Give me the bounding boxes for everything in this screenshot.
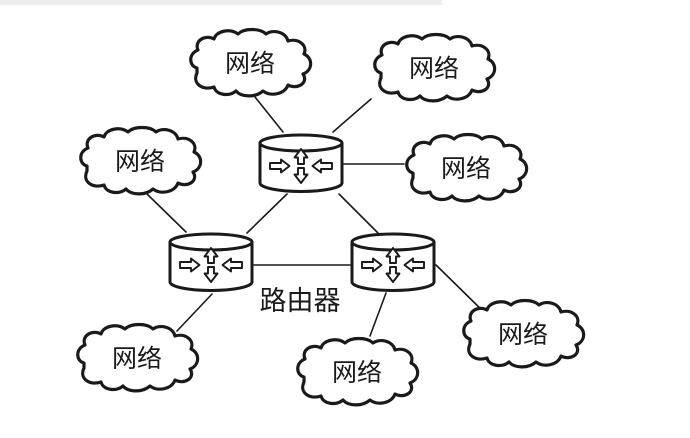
network-label: 网络 (498, 321, 548, 349)
cloud-node-bottom-center: 网络 (296, 336, 420, 407)
connection-line (246, 193, 288, 234)
cloud-node-mid-right: 网络 (405, 132, 529, 203)
cloud-node-top-center: 网络 (189, 27, 313, 98)
cloud-node-top-right: 网络 (373, 32, 497, 103)
network-label: 网络 (409, 55, 459, 83)
network-label: 网络 (225, 50, 275, 78)
network-label: 网络 (441, 155, 491, 183)
connection-line (254, 96, 284, 133)
cloud-node-bottom-right: 网络 (462, 298, 586, 369)
router-node-bottom-left (168, 232, 254, 292)
router-node-bottom-right (350, 232, 436, 292)
scan-edge-artifact (0, 0, 442, 5)
connection-line (332, 98, 372, 133)
connection-line (146, 193, 187, 233)
router-label: 路由器 (260, 286, 341, 316)
network-label: 网络 (115, 148, 165, 176)
cloud-node-mid-left: 网络 (79, 125, 203, 196)
cloud-node-bottom-left: 网络 (76, 322, 200, 393)
connection-line (338, 193, 379, 234)
network-label: 网络 (332, 359, 382, 387)
network-label: 网络 (112, 345, 162, 373)
connection-line (176, 293, 213, 332)
router-node-top (258, 133, 344, 193)
connection-line (369, 292, 387, 337)
